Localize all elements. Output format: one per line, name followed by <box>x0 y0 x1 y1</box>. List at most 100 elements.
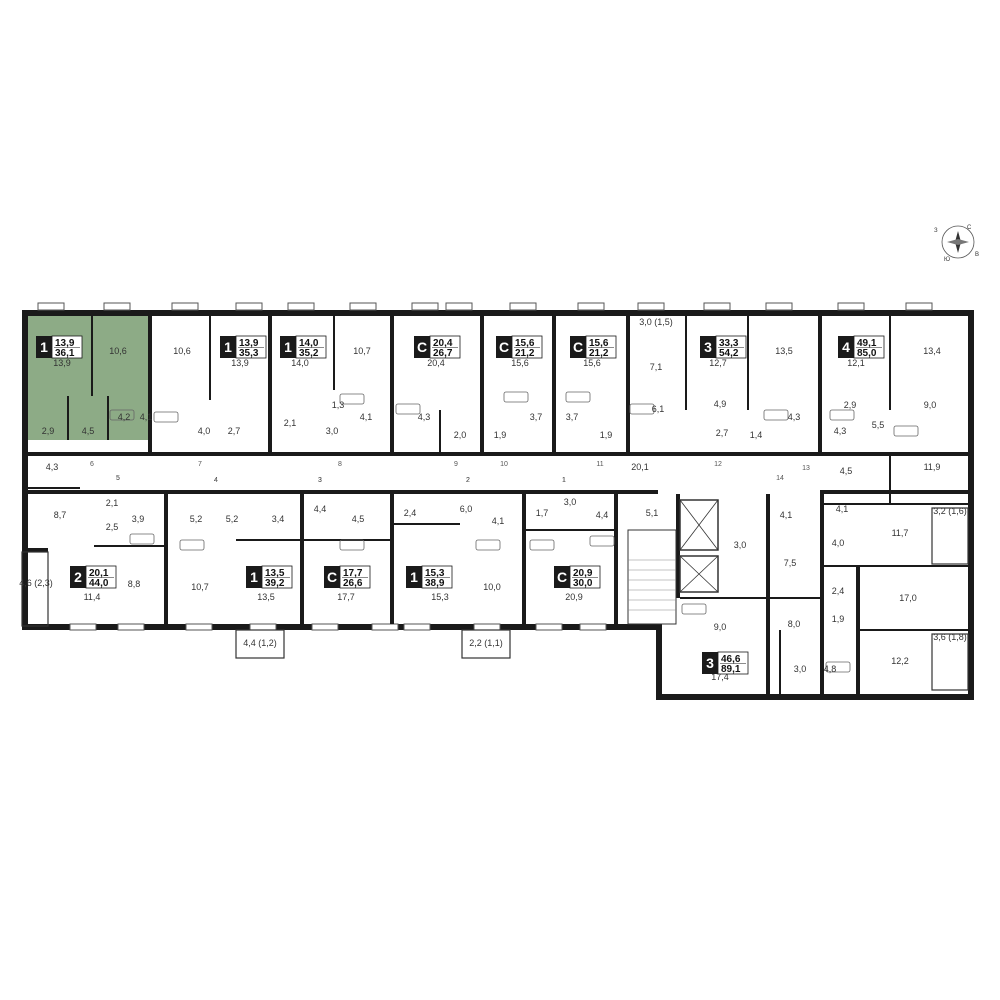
room-area: 3,0 <box>564 497 577 507</box>
bath-fixture <box>395 403 421 415</box>
bath-fixture <box>629 403 655 415</box>
badge-total-area: 36,1 <box>55 348 75 359</box>
badge-room-count: 1 <box>250 569 258 585</box>
compass-north: С <box>967 225 972 231</box>
window <box>535 623 563 631</box>
room-area: 4,9 <box>714 399 727 409</box>
room-area: 7,5 <box>784 558 797 568</box>
bath-fixture <box>589 535 615 547</box>
badge-values-box <box>715 335 747 359</box>
badge-rooms-box <box>554 566 570 588</box>
badge-values-box <box>511 335 543 359</box>
room-area: 3,0 <box>326 426 339 436</box>
room-area: 8,7 <box>54 510 67 520</box>
room-area: 15,6 <box>511 358 529 368</box>
room-area: 2,9 <box>844 400 857 410</box>
stairwell <box>627 529 677 625</box>
room-area: 12,2 <box>891 656 909 666</box>
badge-total-area: 39,2 <box>265 578 285 589</box>
room-area: 11,9 <box>924 462 941 472</box>
badge-rooms-box <box>70 566 86 588</box>
room-area: 12,7 <box>709 358 727 368</box>
room-area: 4,2 <box>118 412 131 422</box>
badge-living-area: 33,3 <box>719 338 739 349</box>
corridor-number: 2 <box>466 477 470 484</box>
corridor-number: 4 <box>214 477 218 484</box>
room-area: 2,4 <box>404 508 417 518</box>
window <box>703 302 731 311</box>
corridor-number: 12 <box>714 461 722 468</box>
window <box>69 623 97 631</box>
corridor-number: 5 <box>116 475 120 482</box>
badge-rooms-box <box>570 336 586 358</box>
badge-values-box <box>853 335 885 359</box>
bath-fixture <box>475 539 501 551</box>
room-area: 2,0 <box>454 430 467 440</box>
badge-total-area: 85,0 <box>857 348 877 359</box>
badge-values-box <box>295 335 327 359</box>
corridor-number: 13 <box>802 465 810 472</box>
badge-rooms-box <box>324 566 340 588</box>
room-area: 1,9 <box>494 430 507 440</box>
room-area: 2,1 <box>106 498 119 508</box>
room-area: 4,3 <box>788 412 801 422</box>
fixtures <box>109 391 919 673</box>
room-area: 10,6 <box>173 346 191 356</box>
exterior-walls <box>22 310 974 700</box>
room-area: 4,0 <box>198 426 211 436</box>
room-area: 3,6 (1,8) <box>933 632 967 642</box>
window <box>37 302 65 311</box>
badge-values-box <box>429 335 461 359</box>
bath-fixture <box>503 391 529 403</box>
corridor-number: 5 <box>116 475 120 482</box>
badge-total-area: 38,9 <box>425 578 445 589</box>
badge-values-box <box>421 565 453 589</box>
badge-rooms-box <box>414 336 430 358</box>
room-area: 15,3 <box>431 592 449 602</box>
room-area: 6,0 <box>460 504 473 514</box>
badge-total-area: 35,3 <box>239 348 259 359</box>
room-area: 17,0 <box>899 593 917 603</box>
room-area: 10,7 <box>191 582 209 592</box>
window <box>579 623 607 631</box>
window <box>311 623 339 631</box>
bath-fixture <box>129 533 155 545</box>
corridor-number: 4 <box>214 477 218 484</box>
room-area: 1,3 <box>332 400 345 410</box>
badge-living-area: 14,0 <box>299 338 319 349</box>
window <box>411 302 439 311</box>
badge-living-area: 13,9 <box>239 338 259 349</box>
room-area: 7,1 <box>650 362 663 372</box>
bath-fixture <box>893 425 919 437</box>
badge-values-box <box>261 565 293 589</box>
compass-east: В <box>975 252 979 258</box>
window <box>349 302 377 311</box>
room-area: 3,7 <box>530 412 543 422</box>
room-area: 1,7 <box>536 508 549 518</box>
badge-room-count: 2 <box>74 569 82 585</box>
badge-rooms-box <box>280 336 296 358</box>
corridor-number: 3 <box>318 477 322 484</box>
badge-rooms-box <box>406 566 422 588</box>
window <box>371 623 399 631</box>
room-area: 12,1 <box>847 358 865 368</box>
window <box>287 302 315 311</box>
room-area: 5,5 <box>872 420 885 430</box>
bath-fixture <box>565 391 591 403</box>
corridor-number: 9 <box>454 461 458 468</box>
